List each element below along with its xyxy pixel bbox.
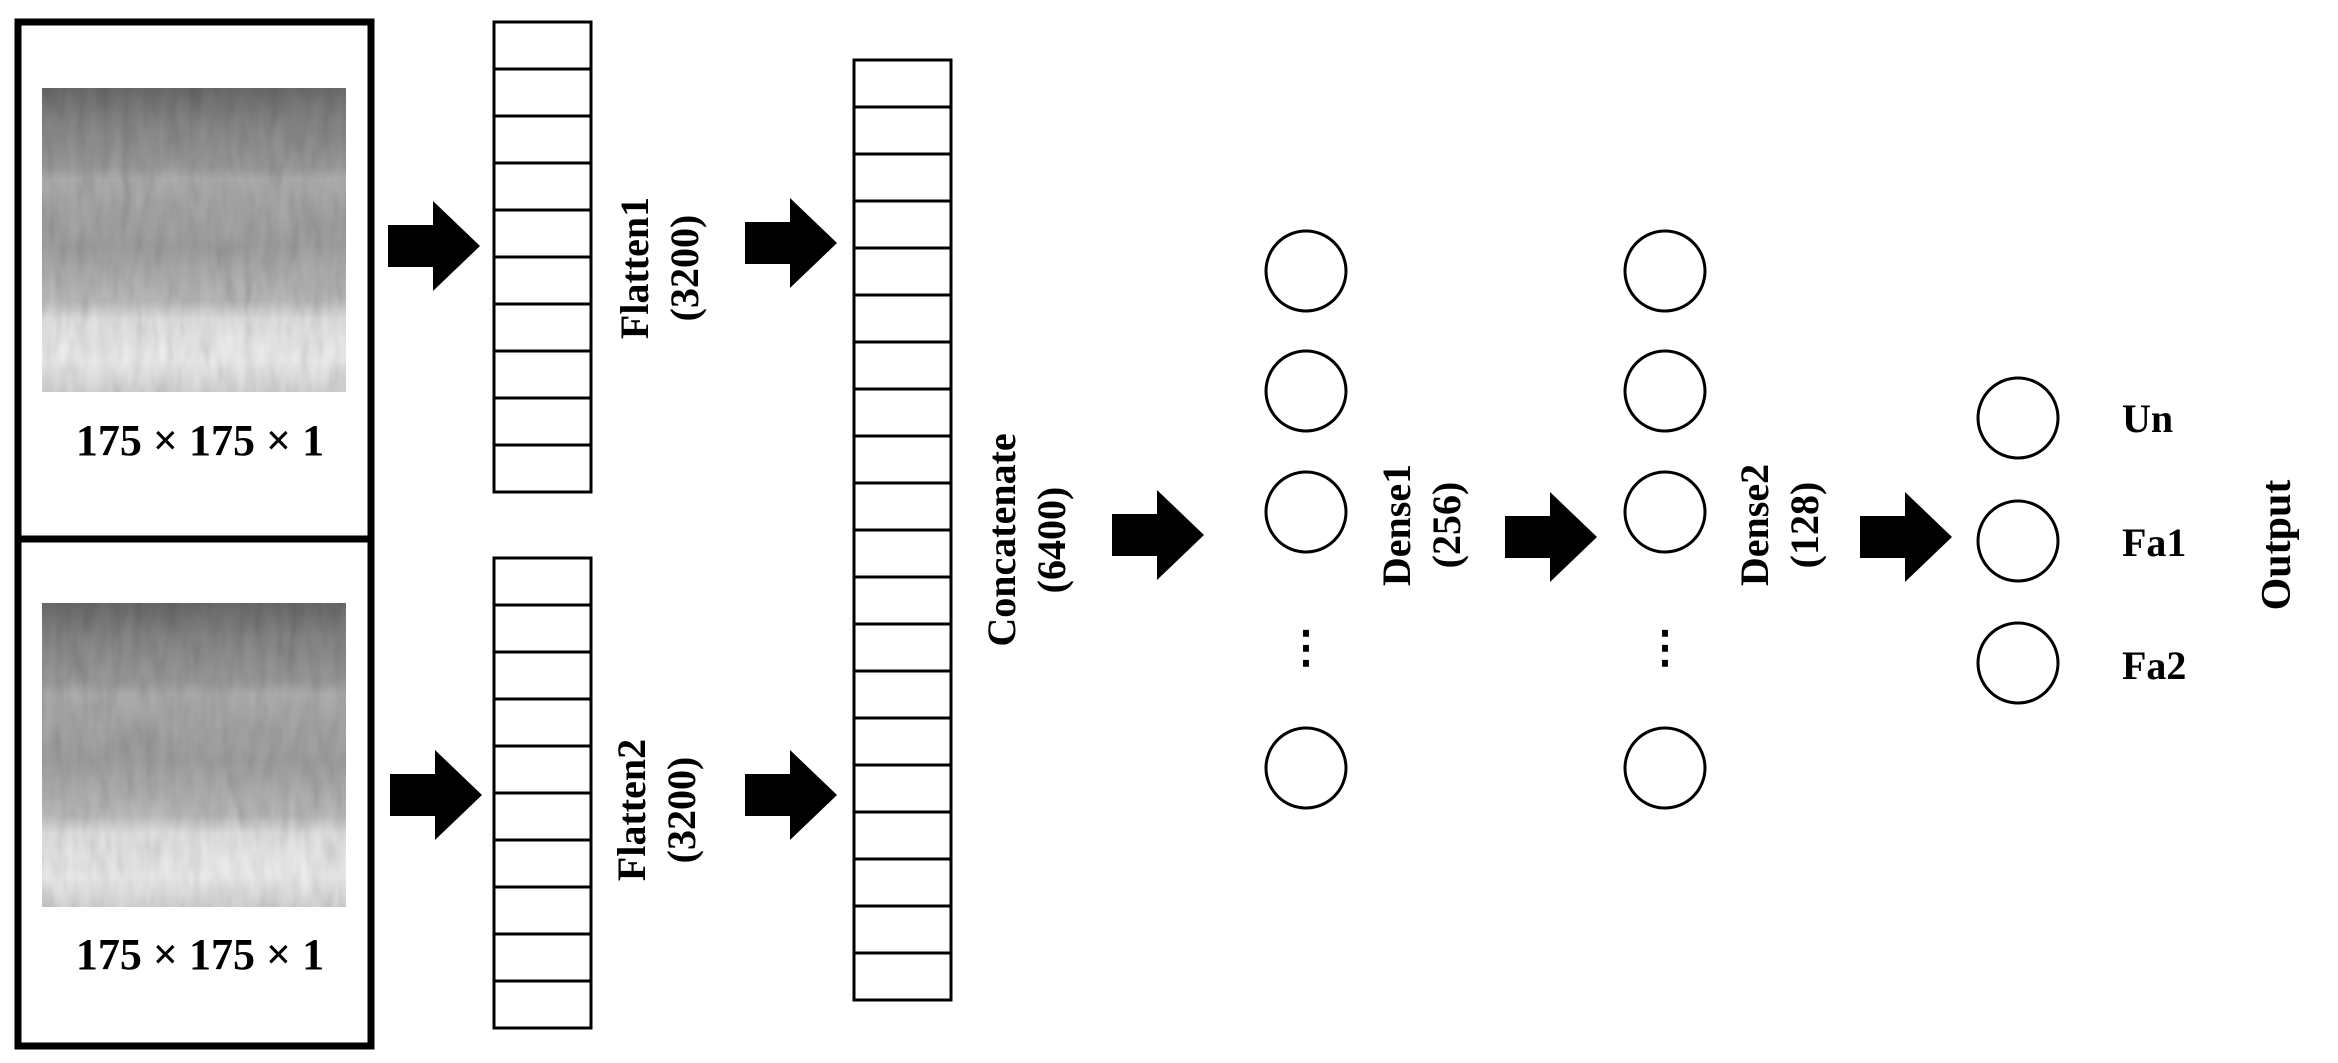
flatten1-cell xyxy=(492,208,593,259)
concatenate-cell xyxy=(852,481,953,532)
concatenate-cell xyxy=(852,575,953,626)
output-neuron xyxy=(1976,376,2060,460)
flatten1-cell xyxy=(492,114,593,165)
flatten1-label: Flatten1 (3200) xyxy=(612,197,707,339)
dense2-neuron xyxy=(1623,229,1707,313)
flatten2-cell xyxy=(492,603,593,654)
dense1-to-dense2-arrow xyxy=(1505,492,1597,582)
concatenate-cell xyxy=(852,105,953,156)
output-neuron xyxy=(1976,499,2060,583)
concatenate-cell xyxy=(852,199,953,250)
dense2-neurons xyxy=(1623,229,1707,810)
concatenate-cell xyxy=(852,857,953,908)
flatten2-cell xyxy=(492,838,593,889)
concatenate-cell xyxy=(852,951,953,1002)
dense2-to-output-arrow xyxy=(1860,492,1952,582)
output-neuron xyxy=(1976,621,2060,705)
flatten1-cell xyxy=(492,67,593,118)
flatten1-cell xyxy=(492,20,593,71)
arrows xyxy=(388,198,1952,840)
flatten2-vector xyxy=(492,556,593,1030)
flatten1-vector xyxy=(492,20,593,494)
dense2-ellipsis: ⋮ xyxy=(1643,623,1687,672)
spectrogram-image-1 xyxy=(42,88,346,392)
concatenate-size: (6400) xyxy=(1029,487,1074,594)
dense1-label: Dense1 (256) xyxy=(1374,464,1469,586)
concatenate-cell xyxy=(852,293,953,344)
output-class-un: Un xyxy=(2122,396,2173,441)
concatenate-cell xyxy=(852,528,953,579)
flatten2-cell xyxy=(492,697,593,748)
concatenate-cell xyxy=(852,246,953,297)
dense2-label: Dense2 (128) xyxy=(1732,464,1827,586)
concat-to-dense1-arrow xyxy=(1112,490,1204,580)
dense2-name: Dense2 xyxy=(1732,464,1777,586)
concatenate-cell xyxy=(852,810,953,861)
output-class-fa2: Fa2 xyxy=(2122,643,2186,688)
flatten1-cell xyxy=(492,302,593,353)
concatenate-cell xyxy=(852,716,953,767)
flatten1-name: Flatten1 xyxy=(612,197,657,339)
dense2-size: (128) xyxy=(1782,482,1827,569)
output-neurons xyxy=(1976,376,2060,705)
concatenate-cell xyxy=(852,387,953,438)
concatenate-cell xyxy=(852,763,953,814)
flatten2-cell xyxy=(492,556,593,607)
input2-to-flatten2-arrow xyxy=(390,750,482,840)
output-class-fa1: Fa1 xyxy=(2122,520,2186,565)
input-shape-label-1: 175 × 175 × 1 xyxy=(76,416,324,465)
flatten2-cell xyxy=(492,979,593,1030)
flatten1-size: (3200) xyxy=(662,215,707,322)
concatenate-vector xyxy=(852,58,953,1002)
flatten2-cell xyxy=(492,744,593,795)
concatenate-cell xyxy=(852,669,953,720)
flatten1-cell xyxy=(492,396,593,447)
flatten2-name: Flatten2 xyxy=(609,739,654,881)
dense1-neuron xyxy=(1264,726,1348,810)
dense1-neuron xyxy=(1264,470,1348,554)
spectrogram-image-2 xyxy=(42,603,346,907)
concatenate-cell xyxy=(852,152,953,203)
concatenate-cell xyxy=(852,904,953,955)
concatenate-cell xyxy=(852,434,953,485)
flatten2-cell xyxy=(492,791,593,842)
concatenate-cell xyxy=(852,58,953,109)
flatten2-cell xyxy=(492,932,593,983)
flatten2-to-concat-arrow xyxy=(745,750,837,840)
dense1-name: Dense1 xyxy=(1374,464,1419,586)
flatten1-cell xyxy=(492,161,593,212)
concatenate-label: Concatenate (6400) xyxy=(979,433,1074,646)
flatten2-cell xyxy=(492,650,593,701)
input-frame-2 xyxy=(14,535,375,1050)
dense1-neurons xyxy=(1264,229,1348,810)
dense1-ellipsis: ⋮ xyxy=(1284,623,1328,672)
dense1-neuron xyxy=(1264,349,1348,433)
dense1-size: (256) xyxy=(1424,482,1469,569)
dense1-neuron xyxy=(1264,229,1348,313)
dense2-neuron xyxy=(1623,470,1707,554)
flatten1-cell xyxy=(492,255,593,306)
flatten2-label: Flatten2 (3200) xyxy=(609,739,704,881)
output-label: Output xyxy=(2254,480,2300,611)
flatten1-cell xyxy=(492,443,593,494)
input-panel-2: 175 × 175 × 1 xyxy=(14,535,375,1050)
flatten1-cell xyxy=(492,349,593,400)
input1-to-flatten1-arrow xyxy=(388,201,480,291)
flatten1-to-concat-arrow xyxy=(745,198,837,288)
concatenate-cell xyxy=(852,340,953,391)
flatten2-cell xyxy=(492,885,593,936)
flatten2-size: (3200) xyxy=(659,757,704,864)
concatenate-name: Concatenate xyxy=(979,433,1024,646)
dense2-neuron xyxy=(1623,349,1707,433)
concatenate-cell xyxy=(852,622,953,673)
input-panel-1: 175 × 175 × 1 xyxy=(14,18,375,543)
input-shape-label-2: 175 × 175 × 1 xyxy=(76,930,324,979)
dense2-neuron xyxy=(1623,726,1707,810)
output-name: Output xyxy=(2254,480,2300,611)
